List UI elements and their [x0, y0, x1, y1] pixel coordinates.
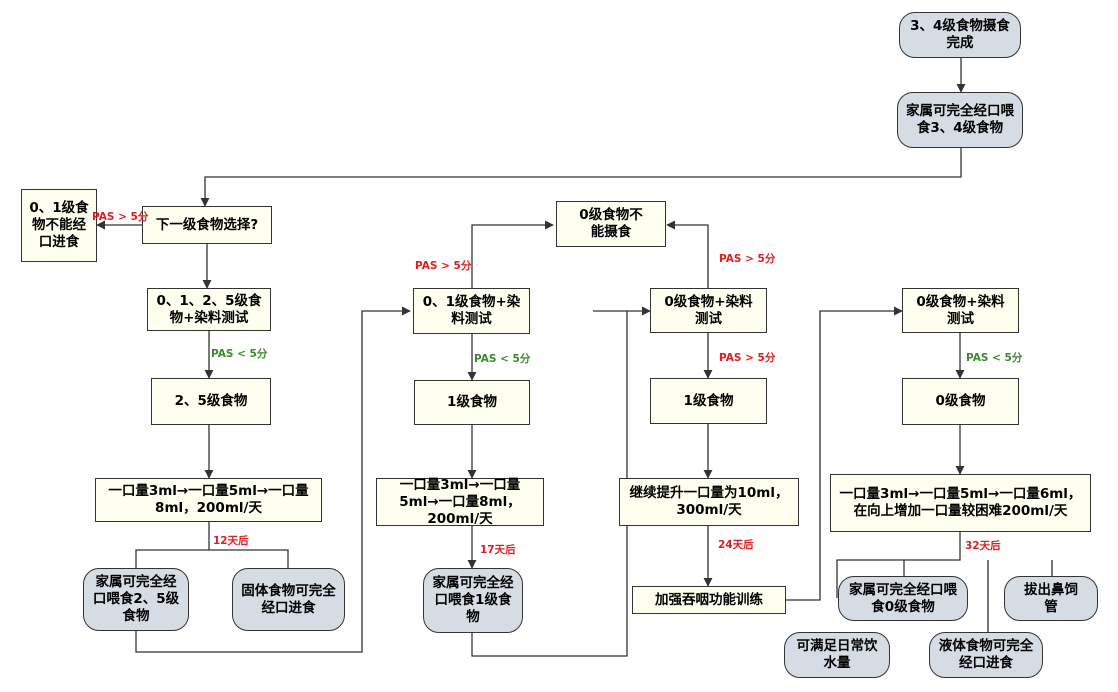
node-solid-ok: 固体食物可完全经口进食	[232, 568, 345, 631]
label-pas-pass-c2: PAS < 5分	[474, 353, 531, 365]
label-pas-fail-c3: PAS > 5分	[719, 352, 776, 364]
node-food-1-c2: 1级食物	[414, 380, 530, 425]
label-days-32: 32天后	[965, 540, 1001, 552]
edge-c2-loop	[471, 306, 651, 657]
label-days-24: 24天后	[718, 539, 754, 551]
node-bolus-c1: 一口量3ml→一口量5ml→一口量8ml，200ml/天	[95, 478, 322, 522]
edge-c1-loop	[135, 306, 411, 653]
label-days-17: 17天后	[480, 544, 516, 556]
node-liquid-ok: 液体食物可完全经口进食	[929, 632, 1043, 678]
node-test-0-c4: 0级食物+染料测试	[902, 288, 1019, 333]
label-pas-fail-c3-up: PAS > 5分	[719, 253, 776, 265]
edge-c3-loop	[786, 306, 903, 601]
node-cannot-eat-01: 0、1级食物不能经口进食	[21, 189, 97, 262]
node-bolus-c4: 一口量3ml→一口量5ml→一口量6ml，在向上增加一口量较困难200ml/天	[830, 474, 1091, 532]
node-food-0: 0级食物	[902, 378, 1019, 425]
node-food-1-c3: 1级食物	[650, 378, 767, 424]
label-pas-pass-c4: PAS < 5分	[966, 352, 1023, 364]
node-swallow-training: 加强吞咽功能训练	[632, 586, 786, 614]
node-food-25: 2、5级食物	[151, 378, 271, 425]
node-cannot-eat-0: 0级食物不能摄食	[556, 201, 666, 247]
label-pas-fail-c2: PAS > 5分	[415, 260, 472, 272]
label-pas-fail-choice: PAS > 5分	[92, 211, 149, 223]
node-family-feed-1: 家属可完全经口喂食1级食物	[423, 568, 523, 633]
node-test-0-c3: 0级食物+染料测试	[650, 288, 767, 333]
node-water-intake: 可满足日常饮水量	[784, 632, 890, 678]
node-family-feed-0: 家属可完全经口喂食0级食物	[838, 576, 968, 621]
edge-top-2	[200, 148, 962, 207]
node-next-choice: 下一级食物选择?	[142, 206, 272, 244]
node-bolus-c2: 一口量3ml→一口量5ml→一口量8ml，200ml/天	[376, 477, 544, 527]
label-pas-pass-c1: PAS < 5分	[211, 348, 268, 360]
node-stage-start: 3、4级食物摄食完成	[899, 12, 1021, 58]
node-family-feed-25: 家属可完全经口喂食2、5级食物	[83, 568, 189, 631]
node-remove-tube: 拔出鼻饲管	[1004, 576, 1098, 621]
node-test-0125: 0、1、2、5级食物+染料测试	[147, 288, 271, 331]
node-test-01: 0、1级食物+染料测试	[413, 288, 530, 334]
node-family-feed-34: 家属可完全经口喂食3、4级食物	[897, 92, 1023, 148]
label-days-12: 12天后	[213, 535, 249, 547]
edge-c4-split	[836, 532, 1053, 632]
node-bolus-c3: 继续提升一口量为10ml，300ml/天	[619, 478, 799, 526]
edge-c1-split	[135, 522, 289, 568]
edge-c2-up	[471, 220, 554, 288]
edge-c3-up	[666, 220, 709, 288]
